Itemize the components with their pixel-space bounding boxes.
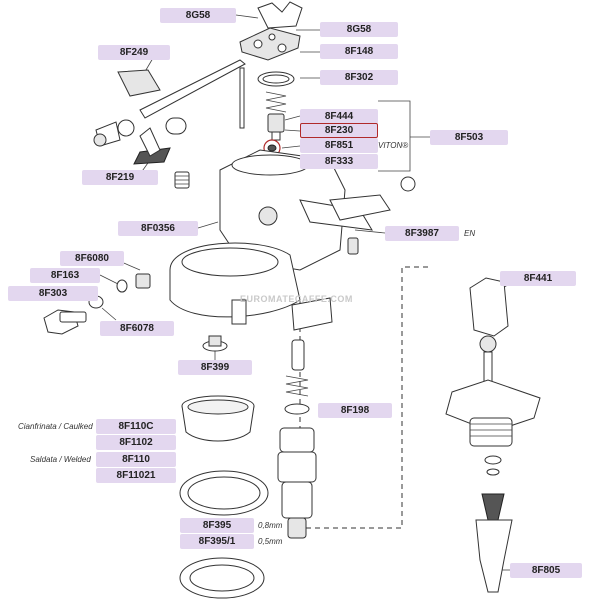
bracket-8F3987 bbox=[329, 194, 391, 221]
label-8F3987: 8F3987 bbox=[385, 226, 459, 241]
label-8F249: 8F249 bbox=[98, 45, 170, 60]
label-8G58-top: 8G58 bbox=[160, 8, 236, 23]
label-8F219: 8F219 bbox=[82, 170, 158, 185]
nut bbox=[400, 176, 416, 192]
label-8F851: 8F851 bbox=[300, 138, 378, 153]
note-thickness-08: 0,8mm bbox=[258, 521, 283, 530]
boiler-body bbox=[169, 149, 373, 325]
label-8F110C: 8F110C bbox=[96, 419, 176, 434]
label-8F399: 8F399 bbox=[178, 360, 252, 375]
lever-assembly bbox=[93, 59, 246, 165]
right-valve-assembly bbox=[445, 277, 541, 593]
side-fittings bbox=[43, 273, 151, 335]
label-8F302: 8F302 bbox=[320, 70, 398, 85]
label-8F6078: 8F6078 bbox=[100, 321, 174, 336]
label-8F198: 8F198 bbox=[318, 403, 392, 418]
note-en: EN bbox=[464, 229, 476, 238]
valve-spring bbox=[265, 91, 287, 141]
label-8F395-1: 8F395/1 bbox=[180, 534, 254, 549]
plate bbox=[291, 297, 333, 331]
label-8F441: 8F441 bbox=[500, 271, 576, 286]
label-8F148: 8F148 bbox=[320, 44, 398, 59]
bolt bbox=[174, 171, 190, 189]
label-8F1102: 8F1102 bbox=[96, 435, 176, 450]
label-8G58: 8G58 bbox=[320, 22, 398, 37]
label-8F6080: 8F6080 bbox=[60, 251, 124, 266]
piston-stack bbox=[277, 339, 317, 539]
label-8F503: 8F503 bbox=[430, 130, 508, 145]
note-viton: VITON® bbox=[378, 141, 409, 150]
note-thickness-05: 0,5mm bbox=[258, 537, 283, 546]
label-8F805: 8F805 bbox=[510, 563, 582, 578]
rod bbox=[239, 67, 245, 129]
filter-screen bbox=[181, 395, 255, 442]
note-welded: Saldata / Welded bbox=[30, 455, 91, 464]
label-8F230: 8F230 bbox=[300, 123, 378, 138]
label-8F11021: 8F11021 bbox=[96, 468, 176, 483]
valve-assembly-left bbox=[202, 335, 228, 352]
label-8F395: 8F395 bbox=[180, 518, 254, 533]
label-8F110: 8F110 bbox=[96, 452, 176, 467]
label-8F444: 8F444 bbox=[300, 109, 378, 124]
note-caulked: Cianfrinata / Caulked bbox=[18, 422, 93, 431]
top-bracket bbox=[239, 1, 303, 61]
label-8F0356: 8F0356 bbox=[118, 221, 198, 236]
label-8F163: 8F163 bbox=[30, 268, 100, 283]
watermark: EUROMATECAFFE.COM bbox=[240, 294, 353, 304]
label-8F303: 8F303 bbox=[8, 286, 98, 301]
label-8F333: 8F333 bbox=[300, 154, 378, 169]
